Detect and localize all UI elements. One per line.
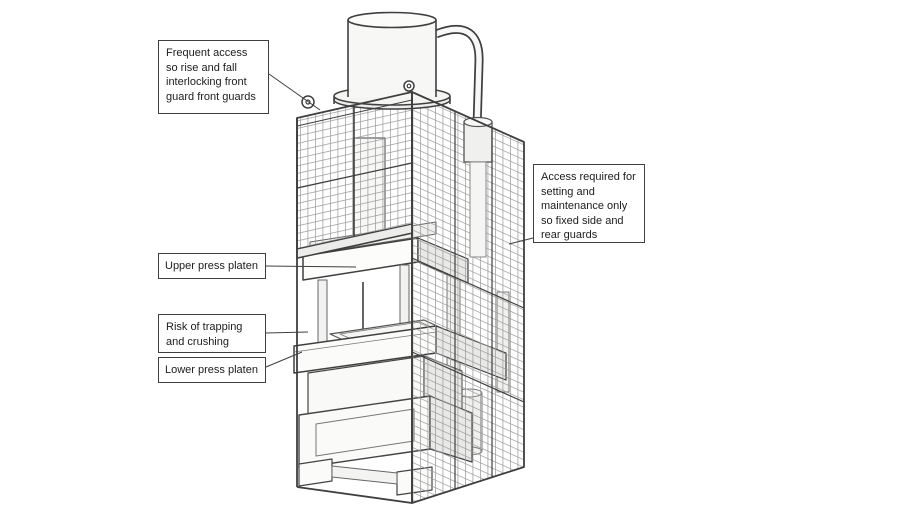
leader-side-rear-guards bbox=[508, 237, 534, 245]
lifting-eye-icon bbox=[403, 80, 415, 92]
press-base bbox=[298, 355, 473, 496]
leader-front-guards bbox=[268, 73, 321, 111]
leader-trapping bbox=[265, 331, 309, 334]
leader-lower-platen bbox=[265, 351, 303, 368]
callout-side-rear-guards: Access required for setting and maintena… bbox=[533, 164, 645, 243]
guide-pillar bbox=[317, 279, 328, 347]
pipe-fitting-cylinder bbox=[463, 116, 493, 258]
callout-front-guards: Frequent access so rise and fall interlo… bbox=[158, 40, 269, 114]
leader-lines bbox=[265, 73, 534, 368]
callout-front-guards-text: Frequent access so rise and fall interlo… bbox=[166, 47, 256, 103]
foot-beam bbox=[331, 465, 398, 485]
callout-trapping-crushing: Risk of trapping and crushing bbox=[158, 314, 266, 353]
foot bbox=[298, 458, 333, 487]
oil-tank bbox=[333, 11, 451, 110]
guide-pillar bbox=[399, 264, 410, 332]
callout-side-rear-guards-text: Access required for setting and maintena… bbox=[541, 171, 636, 242]
callout-lower-platen-text: Lower press platen bbox=[165, 363, 258, 376]
guard-cage-frame bbox=[296, 80, 525, 504]
callout-upper-platen: Upper press platen bbox=[158, 253, 266, 279]
callout-lower-platen: Lower press platen bbox=[158, 357, 266, 383]
callout-upper-platen-text: Upper press platen bbox=[165, 259, 258, 272]
side-guard-mesh bbox=[412, 92, 524, 503]
callout-trapping-crushing-text: Risk of trapping and crushing bbox=[166, 321, 243, 348]
leader-upper-platen bbox=[265, 265, 357, 268]
